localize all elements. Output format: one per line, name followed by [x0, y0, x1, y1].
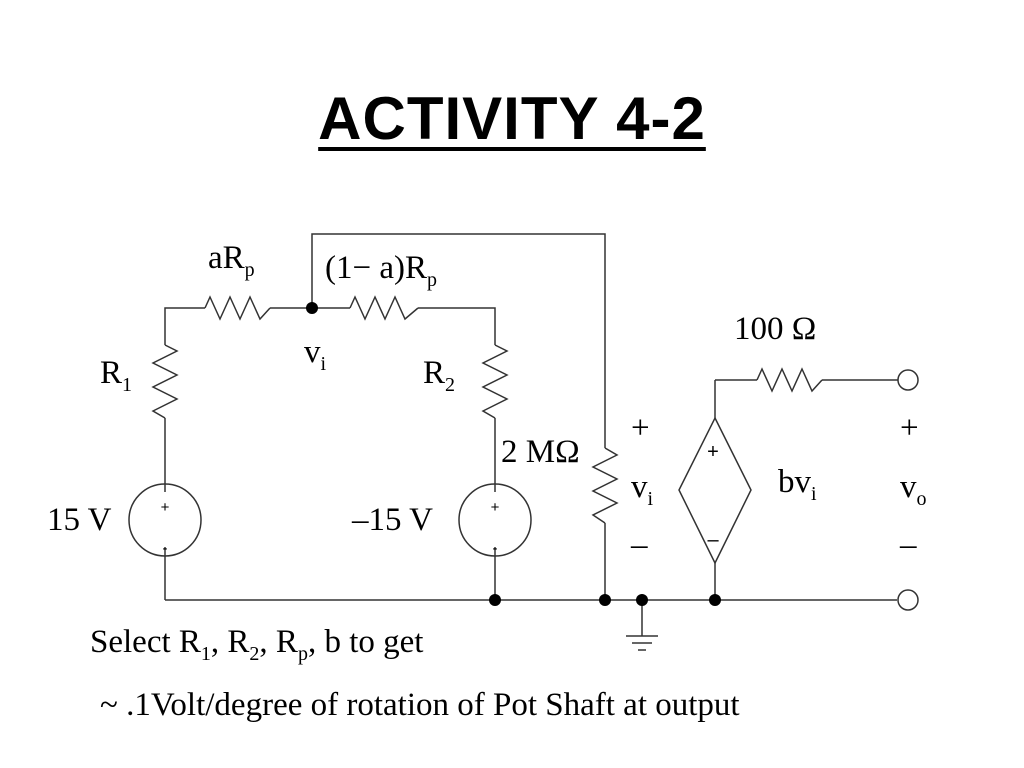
caption-1c-sub: p — [298, 643, 308, 665]
source-minus-label: - — [493, 540, 498, 557]
dependent-voltage-source: + – — [678, 416, 752, 565]
caption-1a-sub: 1 — [201, 643, 211, 665]
output-terminal-top — [897, 369, 919, 391]
resistor-one-minus-a-rp — [349, 295, 419, 321]
label-bvi-main: bv — [778, 464, 812, 500]
caption-1b: , R — [211, 624, 250, 660]
label-bvi: bvi — [778, 464, 817, 505]
label-r2-main: R — [423, 355, 445, 391]
label-r2: R2 — [423, 355, 455, 396]
circuit-wires — [164, 233, 897, 651]
label-r1-sub: 1 — [122, 374, 132, 396]
label-vi-node-main: v — [304, 334, 321, 370]
caption-line-1: Select R1, R2, Rp, b to get — [90, 624, 423, 665]
source-plus-label: + — [491, 499, 500, 516]
label-arp-main: aR — [208, 240, 245, 276]
source-plus-label: + — [161, 499, 170, 516]
caption-1b-sub: 2 — [249, 643, 259, 665]
voltage-source-15v: + - — [128, 483, 202, 557]
label-vi-sub: i — [648, 488, 654, 510]
circuit-nodes — [306, 302, 721, 606]
dep-source-plus: + — [707, 441, 719, 463]
label-vi-main: v — [631, 469, 648, 505]
label-vo-minus: – — [899, 527, 917, 563]
label-vi: vi — [631, 469, 654, 510]
caption-1c: , R — [259, 624, 298, 660]
resistor-arp — [204, 295, 271, 321]
label-vi-node-sub: i — [321, 353, 327, 375]
label-vo-main: v — [900, 469, 917, 505]
source-minus-label: - — [163, 540, 168, 557]
resistor-r1 — [151, 344, 179, 419]
label-15v: 15 V — [47, 502, 112, 538]
caption-line-2: ~ .1Volt/degree of rotation of Pot Shaft… — [100, 687, 740, 723]
label-minus-15v: –15 V — [351, 502, 433, 538]
dep-source-minus: – — [707, 529, 719, 551]
label-vi-minus: – — [630, 527, 648, 563]
label-100-ohm: 100 Ω — [734, 311, 816, 347]
slide-title: ACTIVITY 4-2 — [0, 84, 1024, 153]
label-one-minus-a-main: (1− a)R — [325, 250, 427, 286]
label-r2-sub: 2 — [445, 374, 455, 396]
resistor-r2 — [481, 344, 509, 419]
voltage-source-minus-15v: + - — [458, 483, 532, 557]
resistor-100ohm — [756, 367, 823, 393]
label-2-mohm: 2 MΩ — [501, 434, 580, 470]
output-terminal-bottom — [897, 589, 919, 611]
label-arp: aRp — [208, 240, 255, 281]
slide-title-text: ACTIVITY 4-2 — [318, 85, 706, 152]
label-arp-sub: p — [245, 259, 255, 281]
label-bvi-sub: i — [811, 483, 817, 505]
label-r1: R1 — [100, 355, 132, 396]
resistor-2mohm — [591, 447, 619, 524]
label-vi-plus: + — [631, 410, 650, 446]
label-one-minus-a-rp: (1− a)Rp — [325, 250, 437, 291]
label-one-minus-a-sub: p — [427, 269, 437, 291]
label-vo: vo — [900, 469, 927, 510]
label-vo-sub: o — [917, 488, 927, 510]
caption-1d: , b to get — [308, 624, 423, 660]
label-vi-node: vi — [304, 334, 327, 375]
caption-1a: Select R — [90, 624, 201, 660]
label-r1-main: R — [100, 355, 122, 391]
label-vo-plus: + — [900, 410, 919, 446]
